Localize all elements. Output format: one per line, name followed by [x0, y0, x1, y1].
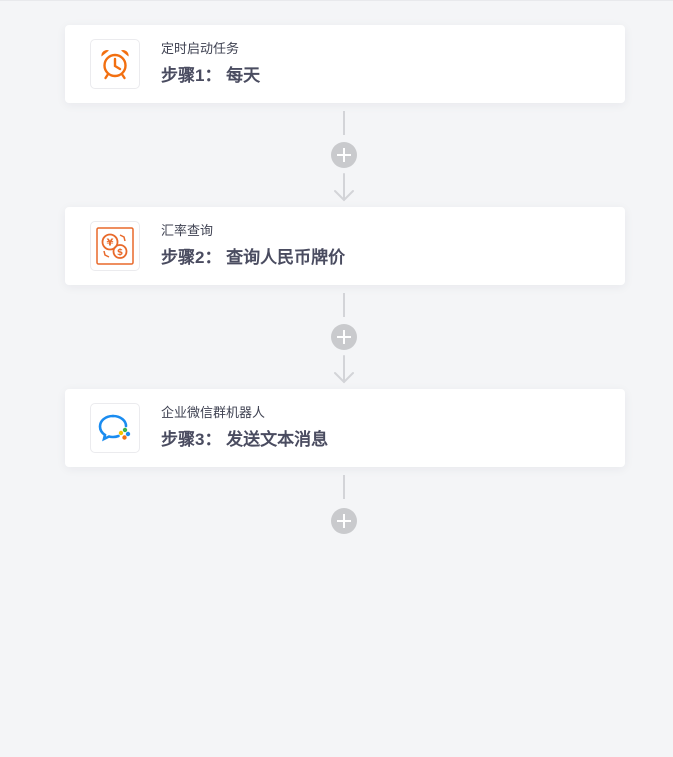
step-title: 步骤3： 发送文本消息	[161, 430, 329, 449]
add-step-button[interactable]	[331, 142, 357, 168]
arrow-down-icon	[334, 173, 354, 202]
step-title: 步骤2： 查询人民币牌价	[161, 248, 346, 267]
add-step-button[interactable]	[331, 508, 357, 534]
step-card-3[interactable]: 企业微信群机器人 步骤3： 发送文本消息	[65, 389, 625, 467]
add-step-button[interactable]	[331, 324, 357, 350]
connector-1	[331, 111, 357, 203]
step-service-name: 汇率查询	[161, 223, 214, 238]
arrow-down-icon	[334, 355, 354, 384]
step-card-2[interactable]: ¥ $ 汇率查询 步骤2： 查询人民币牌价	[65, 207, 625, 285]
alarm-clock-icon	[101, 50, 129, 80]
step-service-name: 企业微信群机器人	[161, 405, 266, 420]
step-icon-box	[90, 403, 140, 453]
connector-line	[343, 475, 345, 499]
connector-3	[331, 475, 357, 535]
step-icon-box: ¥ $	[90, 221, 140, 271]
connector-line	[343, 111, 345, 135]
step-icon-box	[90, 39, 140, 89]
wecom-chat-icon	[98, 414, 131, 442]
svg-text:¥: ¥	[107, 238, 114, 249]
connector-line	[343, 293, 345, 317]
currency-exchange-icon: ¥ $	[96, 227, 134, 265]
step-service-name: 定时启动任务	[161, 41, 240, 56]
step-title: 步骤1： 每天	[161, 66, 261, 85]
connector-2	[331, 293, 357, 385]
step-card-1[interactable]: 定时启动任务 步骤1： 每天	[65, 25, 625, 103]
svg-text:$: $	[117, 248, 123, 258]
